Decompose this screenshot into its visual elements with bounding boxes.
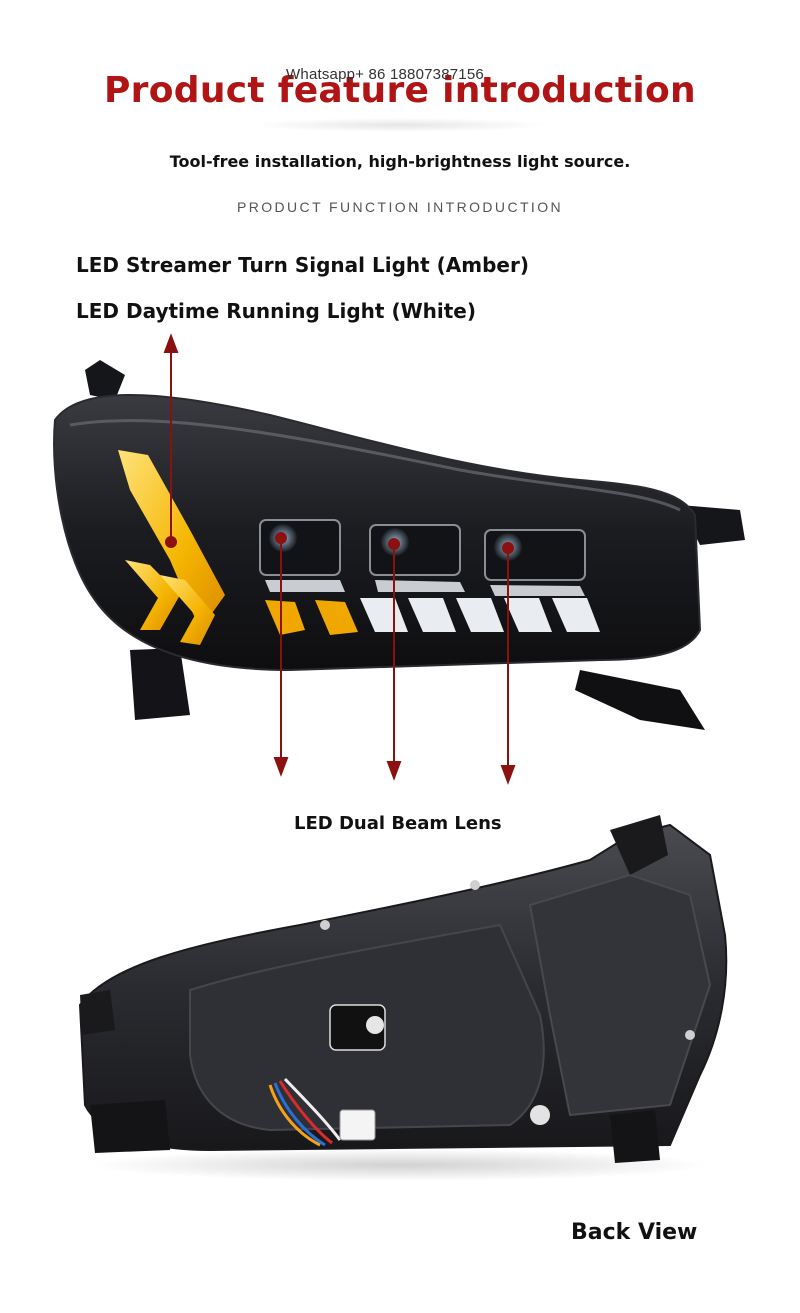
page-subtitle: Tool-free installation, high-brightness … — [169, 152, 631, 171]
label-lens: LED Dual Beam Lens — [294, 813, 502, 834]
title-shadow — [250, 118, 550, 132]
page-title: Product feature introduction — [104, 70, 696, 111]
rear-panel-right — [528, 873, 712, 1117]
whatsapp-contact: Whatsapp+ 86 18807387156 — [286, 66, 484, 83]
label-turn-signal: LED Streamer Turn Signal Light (Amber) — [76, 253, 529, 277]
headlight-back-image — [78, 815, 728, 1181]
label-drl: LED Daytime Running Light (White) — [76, 299, 476, 323]
mount-bracket-left — [130, 648, 190, 720]
rear-mount-top — [610, 815, 668, 875]
screw-1 — [320, 920, 330, 930]
adjuster-knob — [530, 1105, 550, 1125]
rear-mount-bottom-left — [90, 1100, 170, 1153]
label-back-view: Back View — [571, 1220, 698, 1245]
screw-3 — [685, 1030, 695, 1040]
lens-cover-highlight — [69, 419, 681, 512]
white-drl-bars — [360, 598, 600, 632]
rear-mount-left — [80, 990, 115, 1035]
wiring-connector — [268, 1004, 386, 1147]
mount-bracket-bottom — [575, 670, 705, 730]
mount-tab-left — [85, 360, 125, 400]
rear-mount-bottom-right — [610, 1110, 660, 1163]
callout-arrows — [163, 333, 516, 785]
section-subhead: PRODUCT FUNCTION INTRODUCTION — [237, 199, 563, 215]
headlight-front-image — [53, 333, 745, 785]
screw-2 — [470, 880, 480, 890]
floor-shadow — [90, 1149, 710, 1181]
